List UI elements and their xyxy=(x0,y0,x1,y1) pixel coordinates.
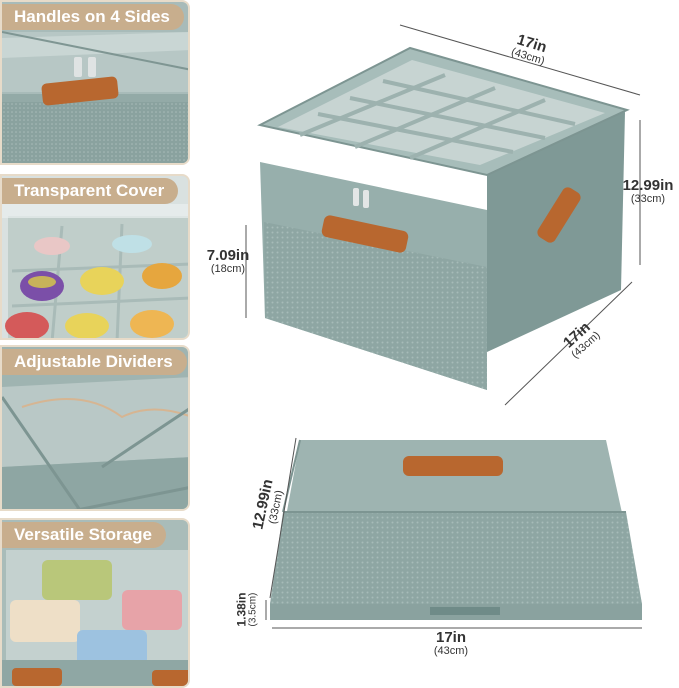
panel-label: Adjustable Dividers xyxy=(2,349,187,375)
panel-label: Versatile Storage xyxy=(2,522,166,548)
dim-folded-thickness: 1.38in (3.5cm) xyxy=(234,592,259,627)
folded-box xyxy=(270,439,642,620)
panel-label: Transparent Cover xyxy=(2,178,179,204)
dim-height-right: 12.99in (33cm) xyxy=(622,177,674,205)
dim-folded-width: 17in (43cm) xyxy=(433,629,469,657)
divider-grid xyxy=(299,73,576,160)
dim-lid-height: 7.09in (18cm) xyxy=(206,247,250,275)
side-handle xyxy=(537,187,581,243)
feature-panel-cover: Transparent Cover xyxy=(0,174,190,340)
front-handle xyxy=(321,215,409,253)
folded-handle xyxy=(403,456,503,476)
panel-label: Handles on 4 Sides xyxy=(2,4,184,30)
assembled-box xyxy=(257,46,630,390)
feature-panel-dividers: Adjustable Dividers xyxy=(0,345,190,511)
feature-panel-storage: Versatile Storage xyxy=(0,518,190,688)
feature-panel-handles: Handles on 4 Sides xyxy=(0,0,190,165)
